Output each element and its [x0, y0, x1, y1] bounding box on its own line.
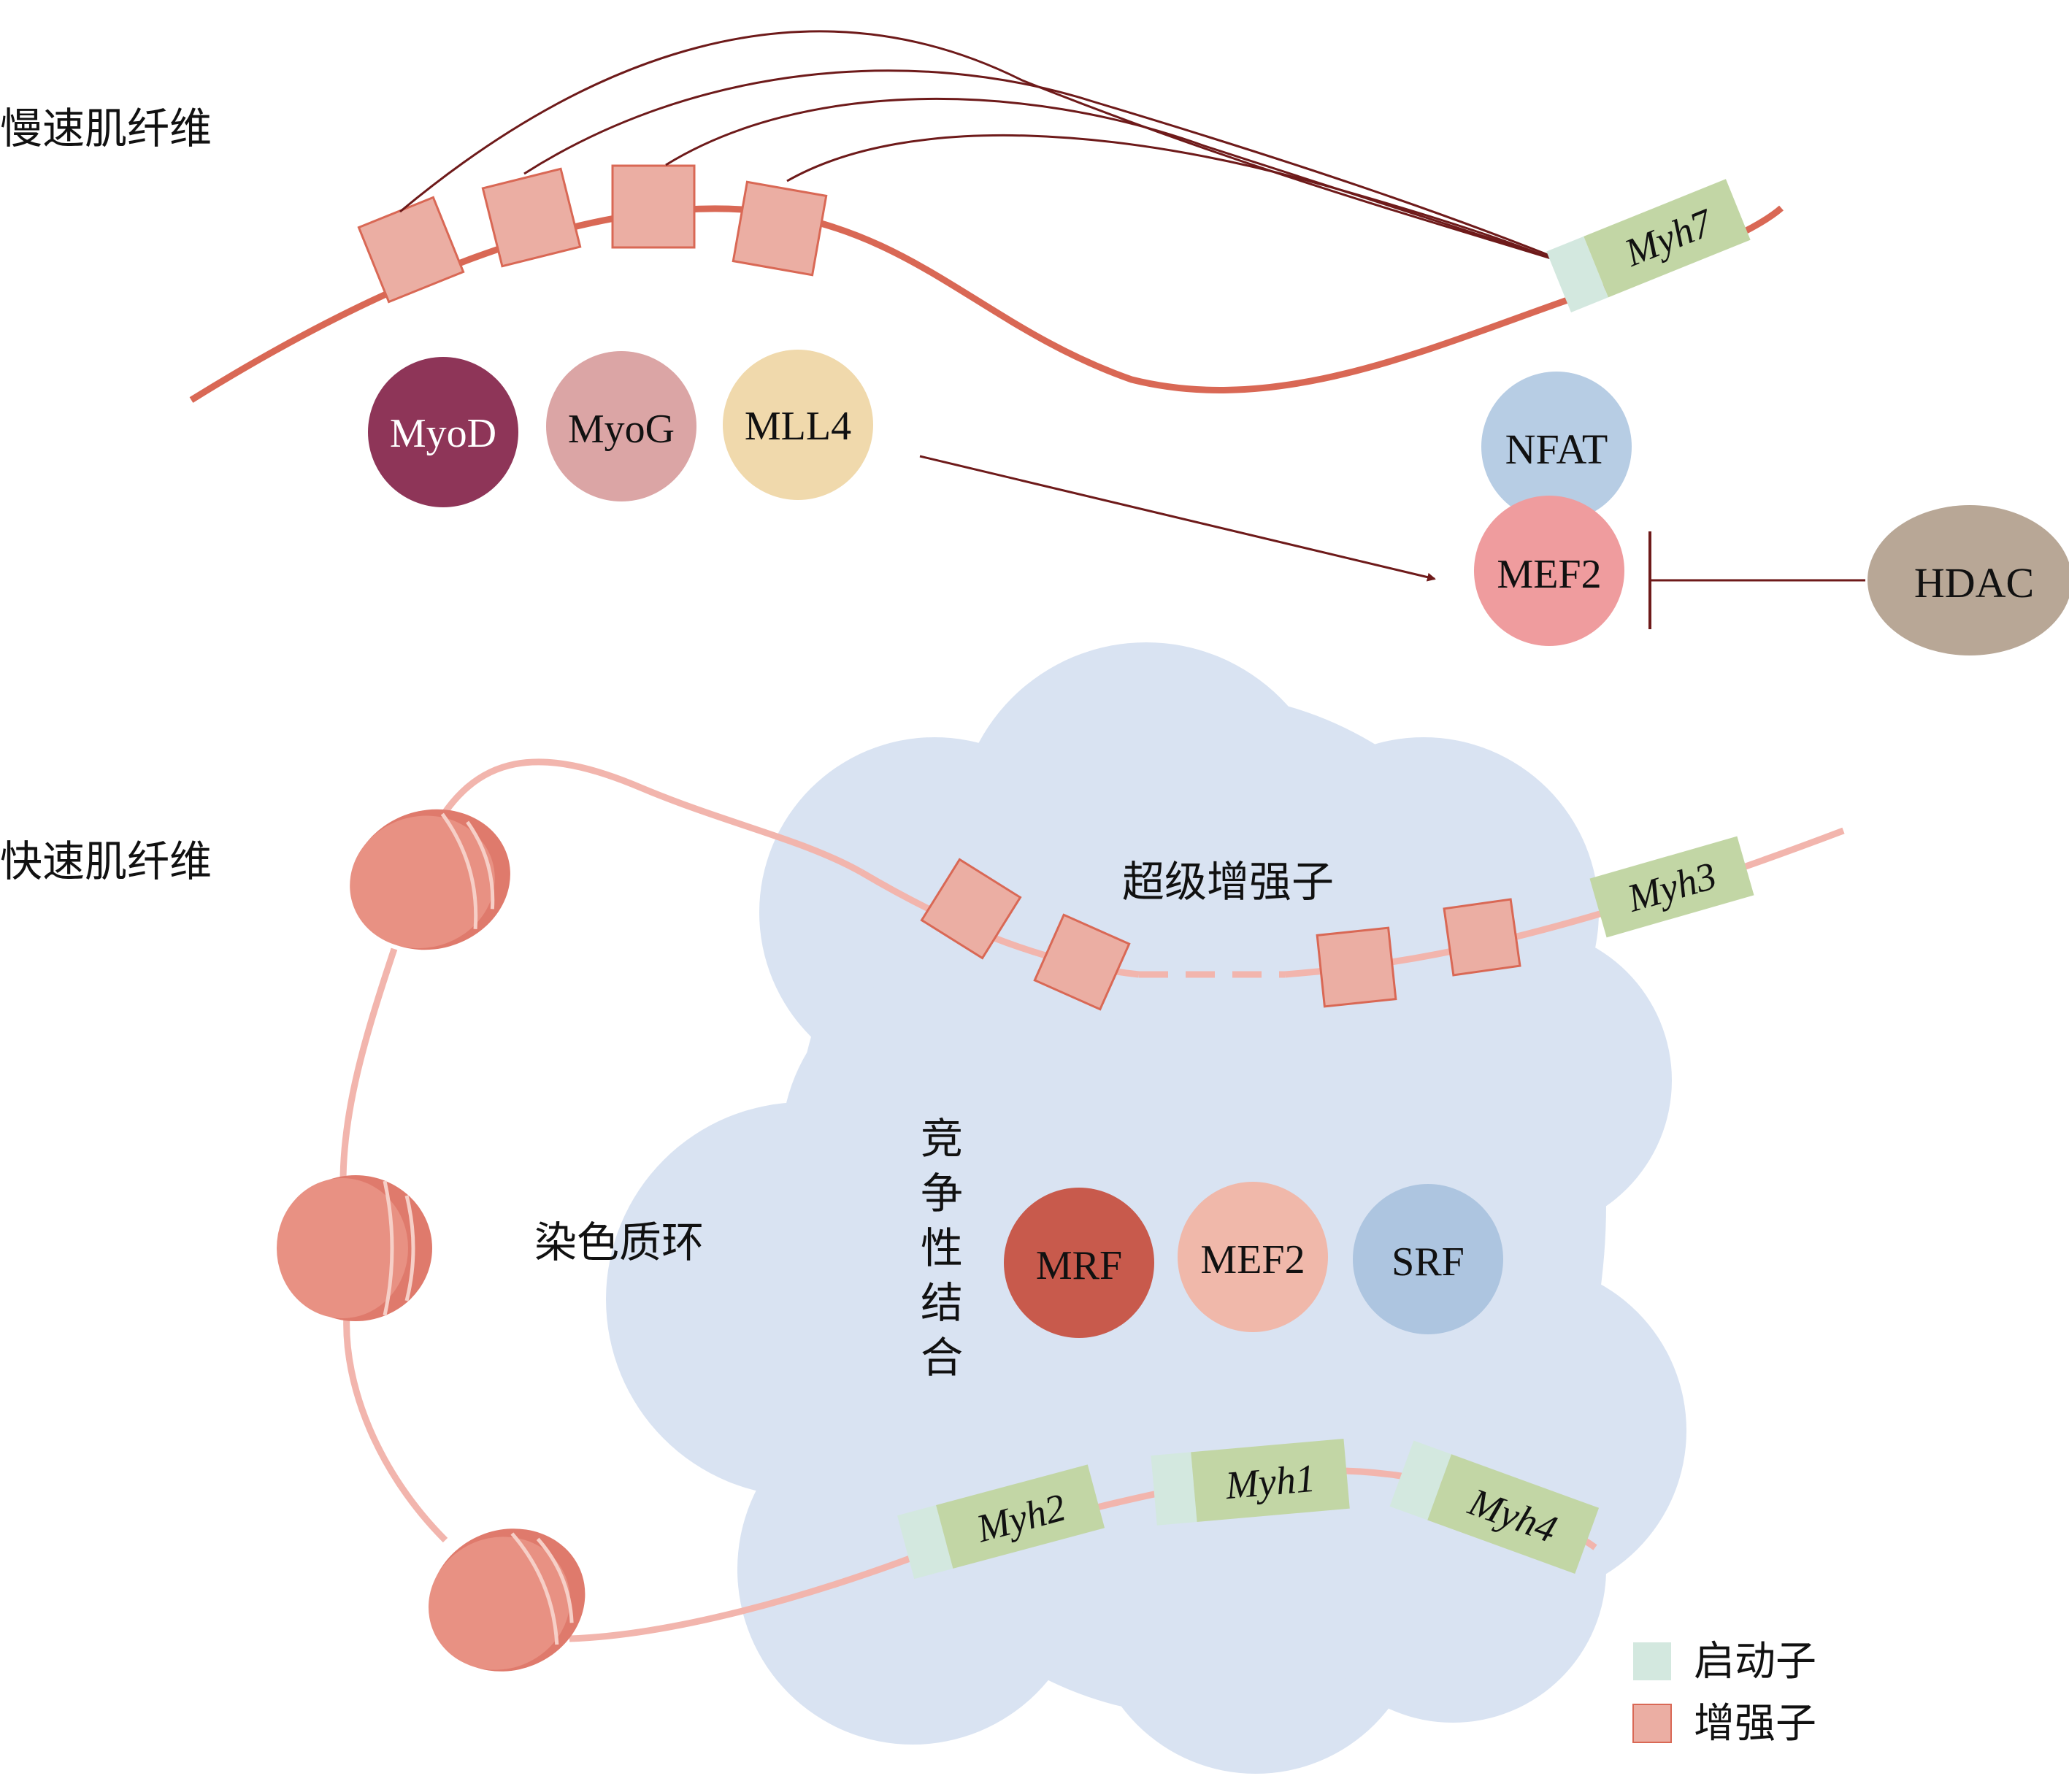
slow-enhancer-4: [732, 180, 828, 277]
factor-mef2-fast-label: MEF2: [1200, 1237, 1305, 1283]
legend-enhancer-label: 增强子: [1694, 1700, 1816, 1747]
slow-enhancer-1: [357, 196, 465, 304]
myh4-locus: Myh4: [1389, 1440, 1600, 1574]
factor-hdac: HDAC: [1868, 505, 2069, 655]
nucleosome-bottom: [428, 1528, 586, 1672]
nucleosome-middle: [277, 1175, 432, 1321]
super-enhancer-element-3: [1316, 926, 1397, 1008]
slow-interaction-arc-3: [665, 98, 1578, 268]
factor-myod: MyoD: [368, 357, 518, 507]
loop-strand-left-upper: [339, 947, 398, 1183]
factor-mll4-label: MLL4: [745, 404, 851, 449]
myh1-gene: [1191, 1439, 1350, 1522]
legend-promoter-swatch: [1633, 1642, 1671, 1680]
svg-text:合: 合: [921, 1334, 963, 1382]
myh1-locus: Myh1: [1151, 1439, 1350, 1526]
myh7-gene: [1584, 179, 1751, 298]
myh4-gene: [1427, 1454, 1600, 1574]
factor-mrf: MRF: [1004, 1188, 1154, 1338]
factor-myod-label: MyoD: [390, 411, 496, 456]
loop-strand-upper: [428, 758, 864, 875]
factor-mef2-slow-label: MEF2: [1497, 552, 1601, 597]
slow-fiber-label: 慢速肌纤维: [0, 104, 212, 153]
factor-myog: MyoG: [546, 351, 696, 501]
fast-fiber-label: 快速肌纤维: [0, 837, 212, 886]
nucleosome-top: [350, 809, 510, 950]
super-enhancer-element-4: [1443, 898, 1521, 977]
svg-text:争: 争: [921, 1170, 963, 1218]
myh7-locus: Myh7: [1546, 179, 1751, 312]
legend: 启动子 增强子: [1632, 1638, 1816, 1747]
svg-text:结: 结: [921, 1280, 963, 1327]
myh1-promoter: [1151, 1452, 1197, 1526]
slow-enhancer-2: [481, 167, 582, 268]
super-enhancer-element-2: [1033, 913, 1131, 1011]
myh2-promoter: [897, 1505, 953, 1580]
factor-myog-label: MyoG: [568, 407, 675, 452]
factor-srf-label: SRF: [1392, 1239, 1465, 1285]
chromatin-loop-label: 染色质环: [534, 1218, 704, 1267]
competitive-binding-label: 竞 争 性 结 合: [921, 1115, 963, 1382]
myh3-locus: Myh3: [1589, 836, 1754, 938]
legend-enhancer-swatch: [1632, 1704, 1672, 1743]
factor-mef2-slow: MEF2: [1474, 496, 1624, 646]
factor-mrf-label: MRF: [1036, 1243, 1122, 1288]
myh1-label: Myh1: [1223, 1456, 1317, 1508]
factor-nfat-label: NFAT: [1505, 426, 1608, 473]
super-enhancer-element-1: [920, 858, 1022, 960]
svg-text:性: 性: [921, 1225, 963, 1272]
activation-arrow-to-mef2: [919, 455, 1436, 582]
svg-text:竞: 竞: [921, 1115, 963, 1163]
legend-promoter-label: 启动子: [1694, 1638, 1816, 1685]
factor-hdac-label: HDAC: [1914, 559, 2034, 607]
factor-srf: SRF: [1353, 1184, 1503, 1334]
myh2-locus: Myh2: [897, 1464, 1105, 1580]
myh7-promoter: [1546, 236, 1608, 312]
factor-mll4: MLL4: [723, 350, 873, 500]
super-enhancer-label: 超级增强子: [1122, 857, 1334, 907]
loop-strand-left-lower: [343, 1313, 448, 1543]
factor-nfat: NFAT: [1481, 372, 1632, 522]
myh3-gene: [1589, 836, 1754, 938]
myh4-promoter: [1389, 1440, 1452, 1520]
slow-interaction-arc-2: [523, 69, 1578, 268]
factor-mef2-fast: MEF2: [1178, 1182, 1328, 1332]
slow-interaction-arc-4: [786, 134, 1578, 270]
loop-strand-lower: [569, 1551, 921, 1642]
slow-interaction-arc-1: [399, 30, 1578, 268]
myh2-gene: [936, 1464, 1105, 1569]
slow-enhancer-3: [611, 164, 696, 249]
